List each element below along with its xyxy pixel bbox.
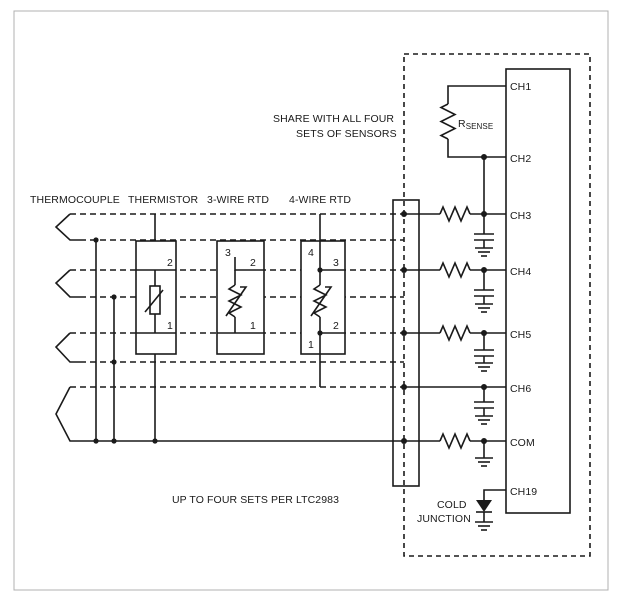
pin-ch2: CH2 [510,153,531,165]
com-resistor [439,431,471,451]
ltc2983-boundary [403,53,591,557]
ch3-resistor [439,204,471,224]
rsense-label: RSENSE [458,118,493,131]
rtd4-sensor: 4 3 2 1 [300,214,346,387]
thermistor-pin-2: 2 [167,257,173,269]
cold-junction-label-line2: JUNCTION [417,513,471,525]
pin-ch5: CH5 [510,329,531,341]
rtd4-pin-2: 2 [333,320,339,332]
rtd3-box [216,240,265,355]
figure-frame [13,10,609,591]
sets-per-device-note: UP TO FOUR SETS PER LTC2983 [172,494,339,506]
rsense-network: RSENSE [439,85,506,214]
rtd4-label: 4-WIRE RTD [289,194,351,206]
channel-labels: CH1 CH2 CH3 CH4 CH5 CH6 COM CH19 [510,81,537,498]
channel-capacitors [474,214,494,467]
cold-junction-diode [475,489,506,531]
ltc2983-ic [505,68,571,514]
cold-junction-label-line1: COLD [437,499,467,511]
share-note-line1: SHARE WITH ALL FOUR [273,113,394,125]
rtd4-pin-1: 1 [308,339,314,351]
thermistor-pin-1: 1 [167,320,173,332]
channel-wiring [70,204,506,451]
rtd3-pin-1: 1 [250,320,256,332]
pin-ch19: CH19 [510,486,537,498]
rtd3-sensor: 3 2 1 [216,240,265,355]
thermocouple-label: THERMOCOUPLE [30,194,120,206]
rtd3-pin-2: 2 [250,257,256,269]
pin-ch3: CH3 [510,210,531,222]
share-note-line2: SETS OF SENSORS [296,128,397,140]
ch5-resistor [439,323,471,343]
thermistor-label: THERMISTOR [128,194,199,206]
rtd4-pin-4: 4 [308,247,314,259]
rtd3-label: 3-WIRE RTD [207,194,269,206]
pin-ch4: CH4 [510,266,531,278]
shared-bundle-box [392,199,420,487]
thermistor-sensor: 2 1 [135,214,177,444]
rtd3-pin-3: 3 [225,247,231,259]
pin-com: COM [510,437,535,449]
rtd4-pin-3: 3 [333,257,339,269]
rsense-resistor [439,103,457,140]
pin-ch1: CH1 [510,81,531,93]
thermocouple-junctions [54,213,117,444]
ch4-resistor [439,260,471,280]
pin-ch6: CH6 [510,383,531,395]
